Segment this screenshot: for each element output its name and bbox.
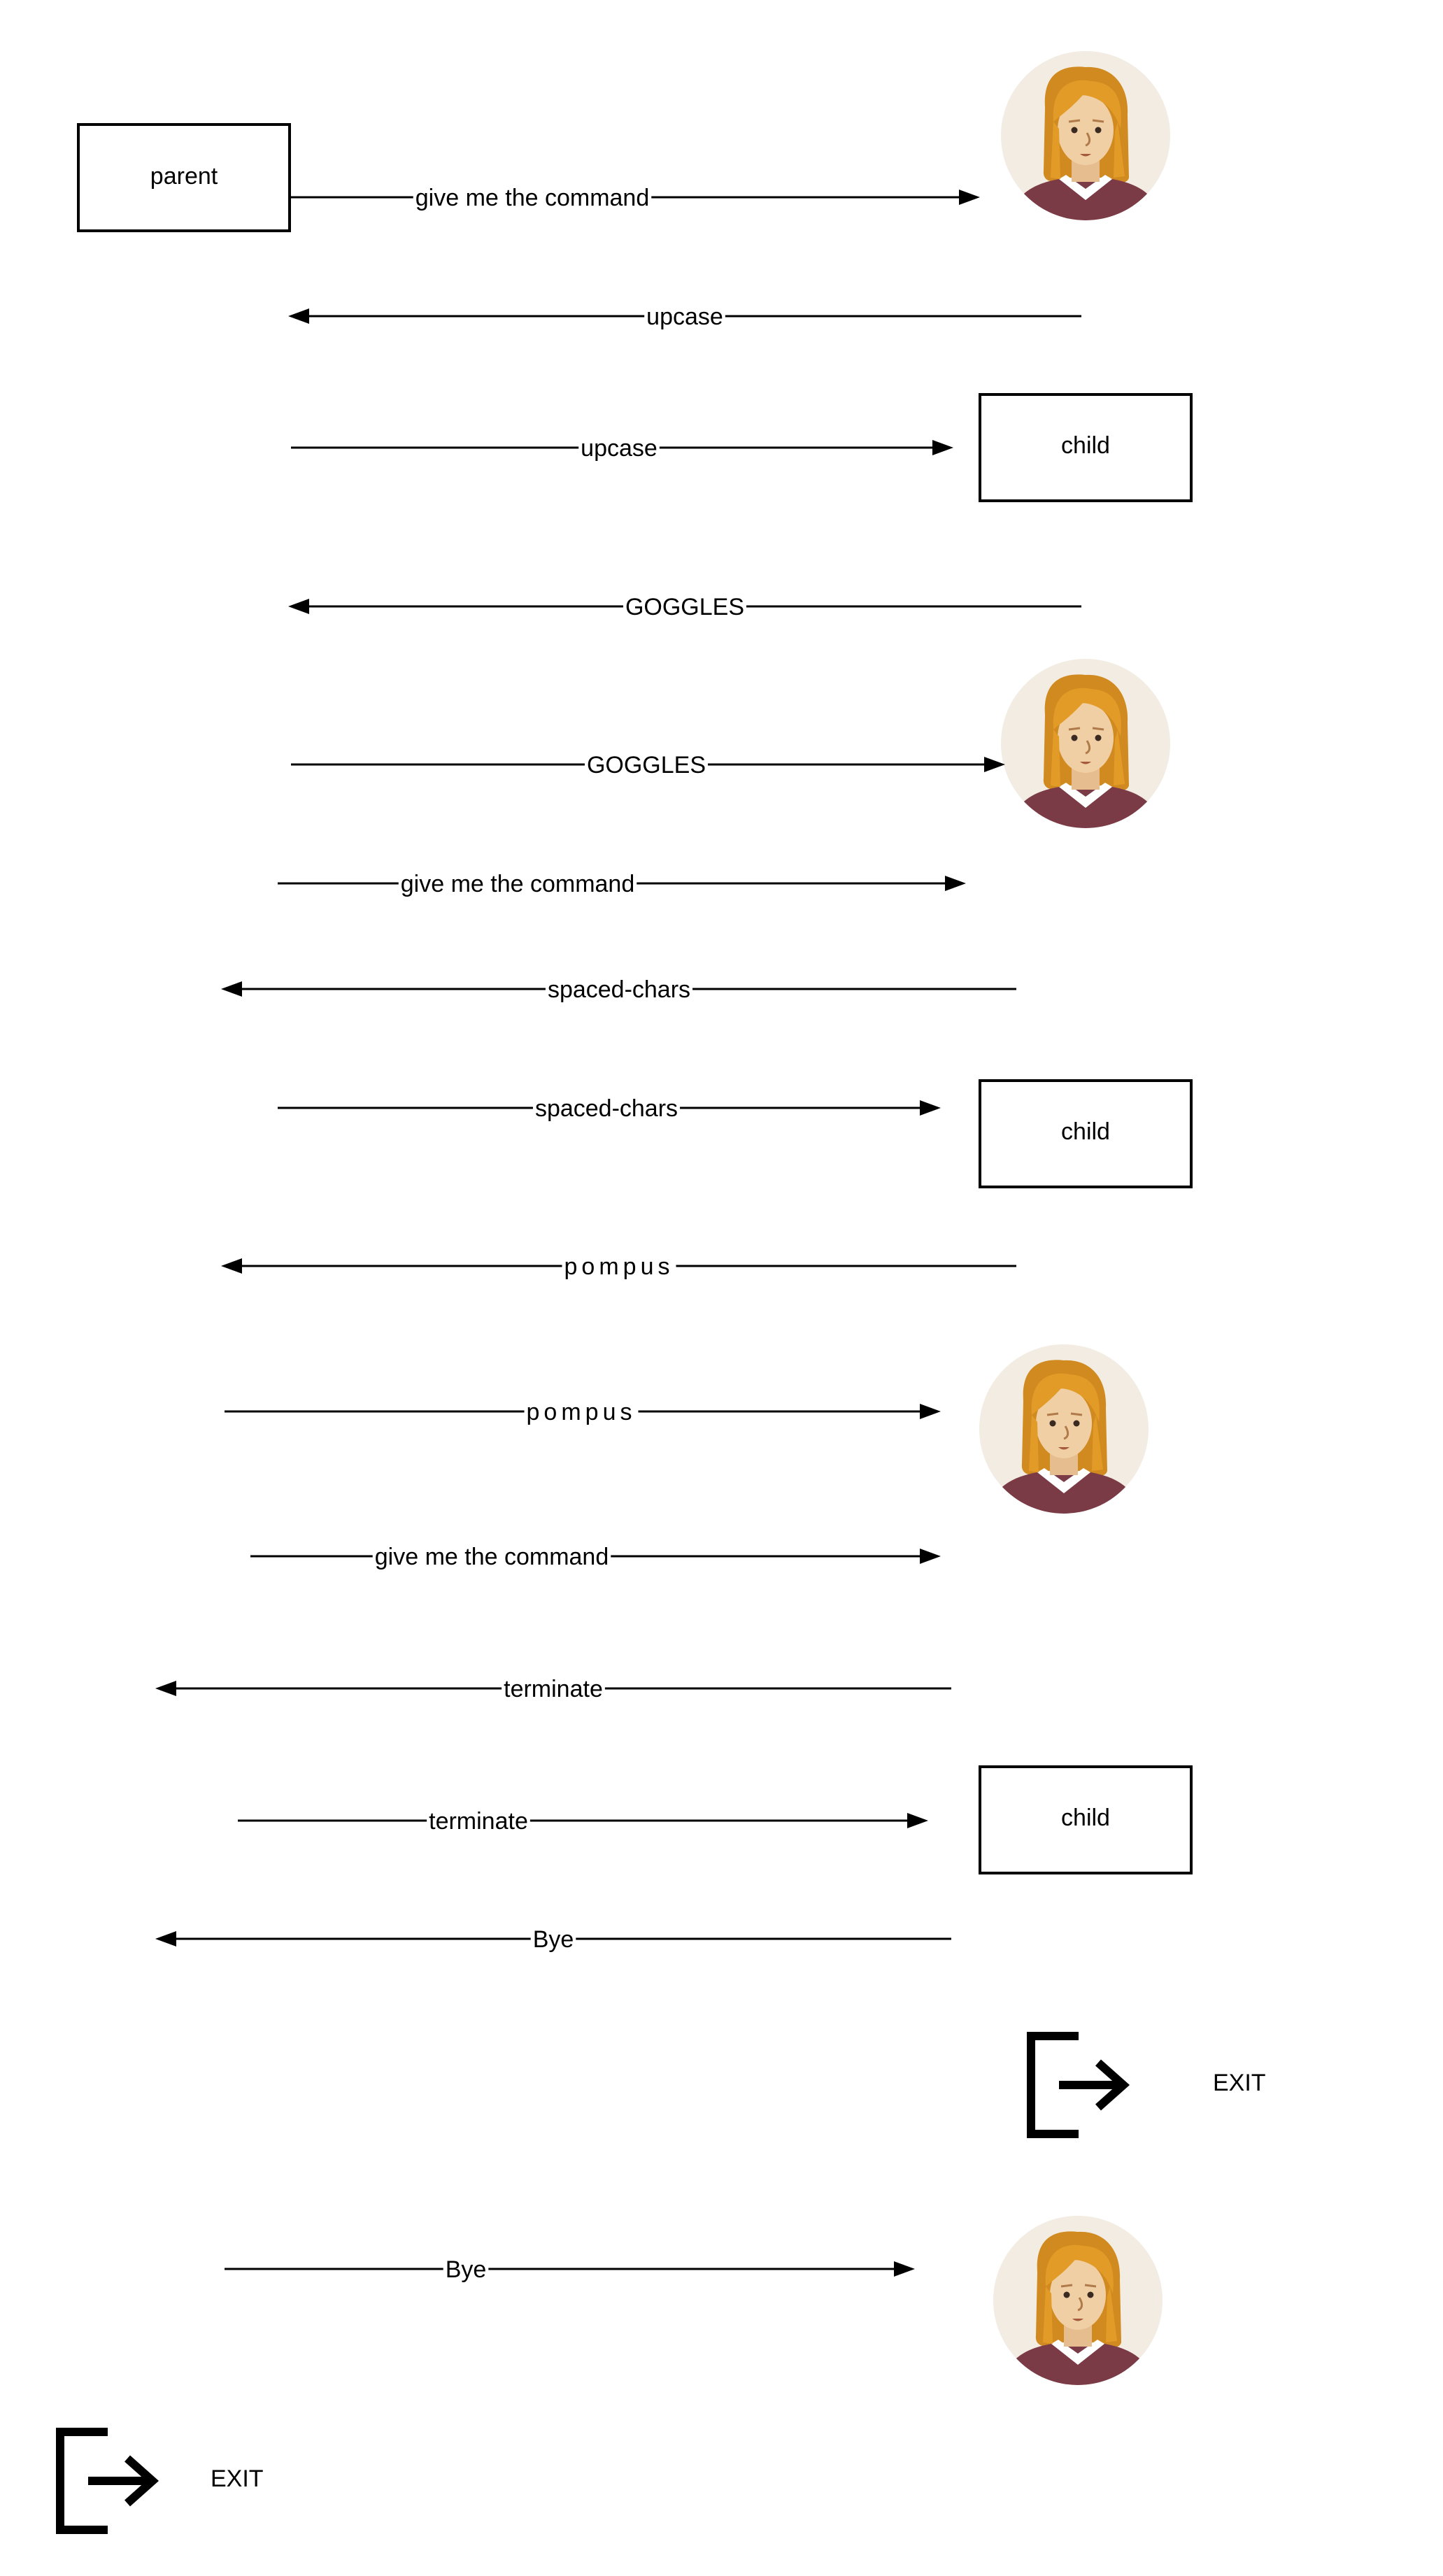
label-background (545, 976, 693, 1003)
message-arrow-14: Bye (155, 1926, 951, 1953)
message-label: terminate (429, 1808, 528, 1835)
message-label: pompus (527, 1399, 637, 1425)
exit-node-2: EXIT (60, 2432, 264, 2530)
child-node-2: child (979, 1079, 1193, 1188)
message-label: upcase (581, 435, 657, 462)
message-label: pompus (564, 1253, 674, 1280)
message-arrow-8: spaced-chars (278, 1095, 941, 1122)
avatar-1 (1001, 51, 1170, 220)
label-background (524, 1399, 639, 1425)
message-label: terminate (504, 1676, 603, 1702)
exit-door-icon (60, 2432, 152, 2530)
arrow-head-icon (984, 757, 1005, 772)
child-label: child (1061, 1118, 1110, 1145)
message-arrow-9: pompus (221, 1253, 1016, 1280)
label-background (372, 1544, 611, 1570)
child-node-3: child (979, 1765, 1193, 1874)
label-background (398, 871, 637, 897)
arrow-head-icon (907, 1813, 928, 1828)
message-label: give me the command (375, 1544, 609, 1570)
message-arrow-5: GOGGLES (291, 752, 1005, 778)
label-background (413, 185, 652, 211)
label-background (562, 1253, 676, 1280)
message-label: GOGGLES (625, 594, 744, 620)
arrow-head-icon (920, 1100, 941, 1116)
arrow-head-icon (155, 1931, 176, 1947)
message-arrow-4: GOGGLES (288, 594, 1081, 620)
label-background (584, 752, 709, 778)
child-node-1: child (979, 393, 1193, 502)
avatar-3 (979, 1344, 1149, 1514)
parent-node: parent (77, 123, 291, 232)
message-arrow-6: give me the command (278, 871, 966, 897)
message-label: GOGGLES (587, 752, 706, 778)
message-arrow-15: Bye (225, 2256, 915, 2283)
arrow-head-icon (221, 981, 242, 997)
message-label: spaced-chars (535, 1095, 678, 1122)
exit-label: EXIT (1213, 2070, 1266, 2096)
arrow-head-icon (894, 2261, 915, 2277)
arrow-head-icon (221, 1258, 242, 1274)
label-background (427, 1808, 530, 1835)
avatar-2 (1001, 659, 1170, 828)
user-avatar-icon (993, 2216, 1163, 2385)
message-arrow-10: pompus (225, 1399, 941, 1425)
child-label: child (1061, 1805, 1110, 1831)
child-label: child (1061, 432, 1110, 459)
message-label: upcase (646, 304, 723, 330)
arrow-head-icon (959, 190, 980, 205)
arrow-head-icon (155, 1681, 176, 1696)
label-background (530, 1926, 576, 1953)
arrow-head-icon (932, 440, 953, 455)
exit-label: EXIT (211, 2465, 264, 2492)
arrow-head-icon (920, 1549, 941, 1564)
message-arrow-3: upcase (291, 435, 953, 462)
arrow-head-icon (945, 876, 966, 891)
exit-door-icon (1031, 2036, 1123, 2134)
message-label: Bye (446, 2256, 487, 2283)
message-label: Bye (533, 1926, 574, 1953)
label-background (532, 1095, 681, 1122)
message-arrow-11: give me the command (250, 1544, 941, 1570)
exit-node-1: EXIT (1031, 2036, 1266, 2134)
arrow-head-icon (288, 599, 309, 614)
user-avatar-icon (1001, 51, 1170, 220)
message-arrow-7: spaced-chars (221, 976, 1016, 1003)
message-arrow-12: terminate (155, 1676, 951, 1702)
arrow-head-icon (288, 308, 309, 324)
message-arrow-1: give me the command (290, 185, 980, 211)
message-label: spaced-chars (548, 976, 690, 1003)
label-background (578, 435, 660, 462)
label-background (644, 304, 725, 330)
avatar-4 (993, 2216, 1163, 2385)
message-arrow-13: terminate (238, 1808, 928, 1835)
message-label: give me the command (415, 185, 650, 211)
message-arrow-2: upcase (288, 304, 1081, 330)
label-background (443, 2256, 489, 2283)
user-avatar-icon (979, 1344, 1149, 1514)
parent-label: parent (150, 163, 218, 190)
label-background (623, 594, 747, 620)
label-background (502, 1676, 605, 1702)
arrow-head-icon (920, 1404, 941, 1419)
message-label: give me the command (401, 871, 635, 897)
user-avatar-icon (1001, 659, 1170, 828)
